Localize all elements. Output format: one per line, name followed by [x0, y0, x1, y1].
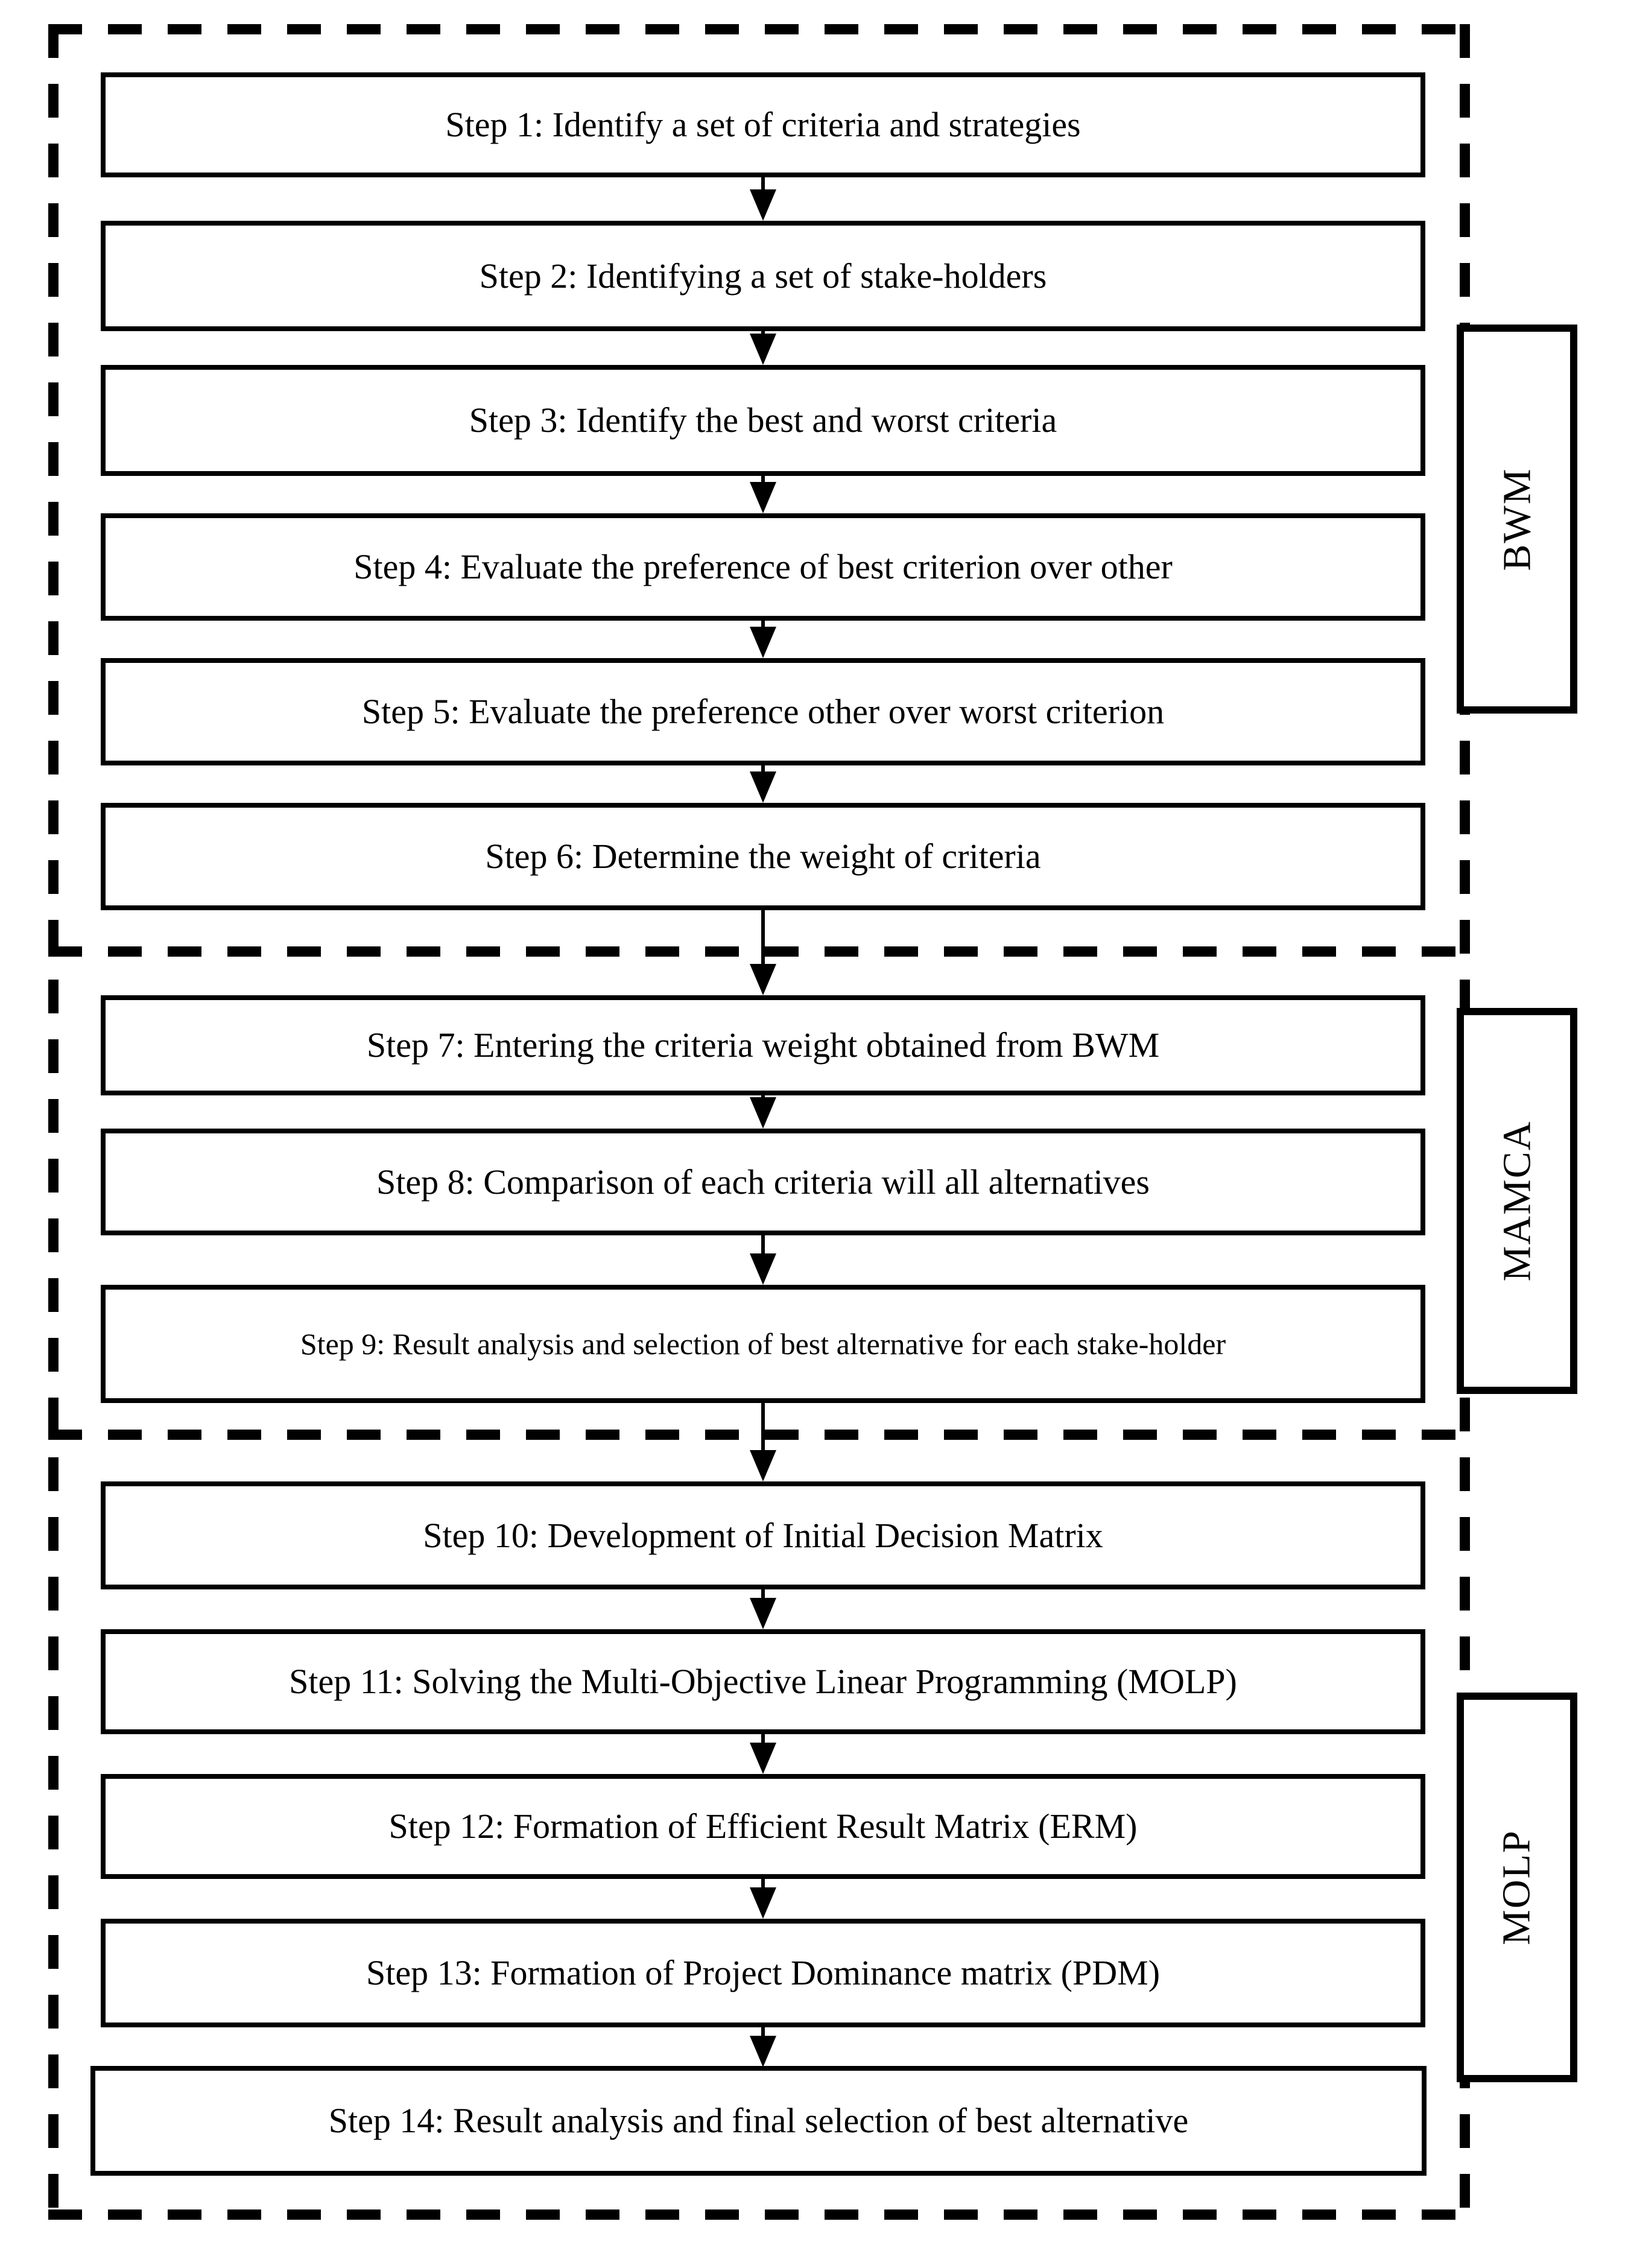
arrow-down-icon	[750, 482, 776, 513]
arrow-stem	[761, 177, 765, 191]
arrow-stem	[761, 1235, 765, 1256]
arrow-stem	[761, 1734, 765, 1745]
dashed-border-left	[48, 24, 59, 2220]
arrow-down-icon	[750, 1253, 776, 1285]
arrow-down-icon	[750, 1743, 776, 1774]
arrow-down-icon	[750, 627, 776, 658]
section-divider-bwm-mamca	[48, 946, 1470, 957]
step-4-box: Step 4: Evaluate the preference of best …	[101, 513, 1425, 621]
dashed-border-bottom	[48, 2209, 1470, 2220]
arrow-stem	[761, 1589, 765, 1600]
arrow-down-icon	[750, 1598, 776, 1629]
step-12-box: Step 12: Formation of Efficient Result M…	[101, 1774, 1425, 1879]
step-1-box: Step 1: Identify a set of criteria and s…	[101, 72, 1425, 177]
step-9-box: Step 9: Result analysis and selection of…	[101, 1285, 1425, 1403]
group-label-bwm-box: BWM	[1457, 325, 1577, 714]
group-label-mamca-box: MAMCA	[1457, 1008, 1577, 1394]
arrow-down-icon	[750, 1097, 776, 1129]
step-5-box: Step 5: Evaluate the preference other ov…	[101, 658, 1425, 765]
step-8-box: Step 8: Comparison of each criteria will…	[101, 1129, 1425, 1235]
arrow-down-icon	[750, 2036, 776, 2067]
arrow-down-icon	[750, 1887, 776, 1919]
step-6-box: Step 6: Determine the weight of criteria	[101, 803, 1425, 910]
arrow-down-icon	[750, 334, 776, 365]
step-14-box: Step 14: Result analysis and final selec…	[90, 2066, 1427, 2176]
group-label-mamca: MAMCA	[1495, 1120, 1539, 1282]
dashed-border-top	[48, 24, 1470, 34]
group-label-molp: MOLP	[1495, 1829, 1539, 1945]
arrow-stem	[761, 1403, 765, 1452]
step-3-box: Step 3: Identify the best and worst crit…	[101, 365, 1425, 476]
step-2-box: Step 2: Identifying a set of stake-holde…	[101, 221, 1425, 331]
step-13-box: Step 13: Formation of Project Dominance …	[101, 1919, 1425, 2027]
arrow-down-icon	[750, 189, 776, 221]
step-11-box: Step 11: Solving the Multi-Objective Lin…	[101, 1629, 1425, 1734]
arrow-down-icon	[750, 1450, 776, 1481]
arrow-down-icon	[750, 771, 776, 803]
step-10-box: Step 10: Development of Initial Decision…	[101, 1481, 1425, 1589]
section-divider-mamca-molp	[48, 1430, 1470, 1440]
arrow-stem	[761, 910, 765, 966]
arrow-down-icon	[750, 964, 776, 995]
arrow-stem	[761, 765, 765, 774]
step-7-box: Step 7: Entering the criteria weight obt…	[101, 995, 1425, 1095]
group-label-bwm: BWM	[1495, 467, 1539, 571]
arrow-stem	[761, 621, 765, 629]
arrow-stem	[761, 2027, 765, 2038]
arrow-stem	[761, 1879, 765, 1890]
arrow-stem	[761, 476, 765, 484]
group-label-molp-box: MOLP	[1457, 1693, 1577, 2082]
